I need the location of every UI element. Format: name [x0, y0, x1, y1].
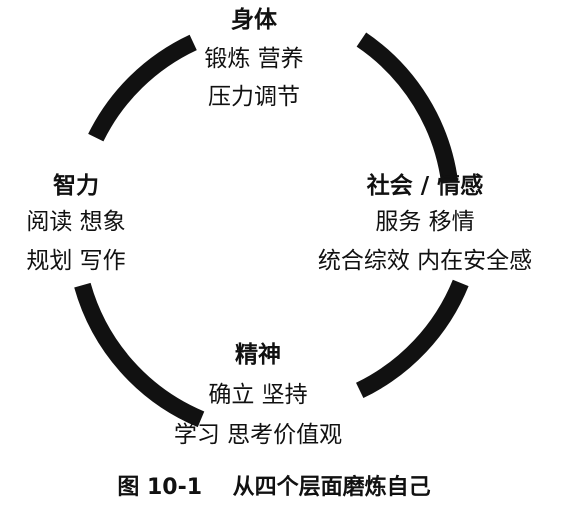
- node-spiritual-title: 精神: [235, 341, 281, 368]
- node-social-line2: 统合综效 内在安全感: [318, 248, 532, 274]
- node-spiritual-line2: 学习 思考价值观: [174, 422, 342, 448]
- node-body-line1: 锻炼 营养: [204, 46, 303, 72]
- figure-caption: 图 10-1 从四个层面磨炼自己: [117, 474, 430, 500]
- node-social-title: 社会 / 情感: [367, 172, 483, 199]
- node-intellect-line2: 规划 写作: [26, 248, 125, 274]
- node-body-line2: 压力调节: [208, 84, 300, 110]
- node-intellect-line1: 阅读 想象: [26, 209, 125, 235]
- ring-arc-top-left: [88, 34, 197, 142]
- node-intellect: 智力 阅读 想象 规划 写作: [26, 172, 125, 274]
- node-intellect-title: 智力: [53, 172, 99, 199]
- node-social-emotional: 社会 / 情感 服务 移情 统合综效 内在安全感: [318, 172, 532, 274]
- node-body-title: 身体: [231, 6, 278, 33]
- ring-arc-bottom-right: [355, 279, 469, 399]
- ring-arc-bottom-left: [74, 282, 205, 428]
- node-body: 身体 锻炼 营养 压力调节: [204, 6, 303, 110]
- ring-arc-top-right: [356, 32, 459, 184]
- node-social-line1: 服务 移情: [375, 209, 474, 235]
- node-spiritual-line1: 确立 坚持: [208, 382, 307, 408]
- node-spiritual: 精神 确立 坚持 学习 思考价值观: [174, 341, 342, 448]
